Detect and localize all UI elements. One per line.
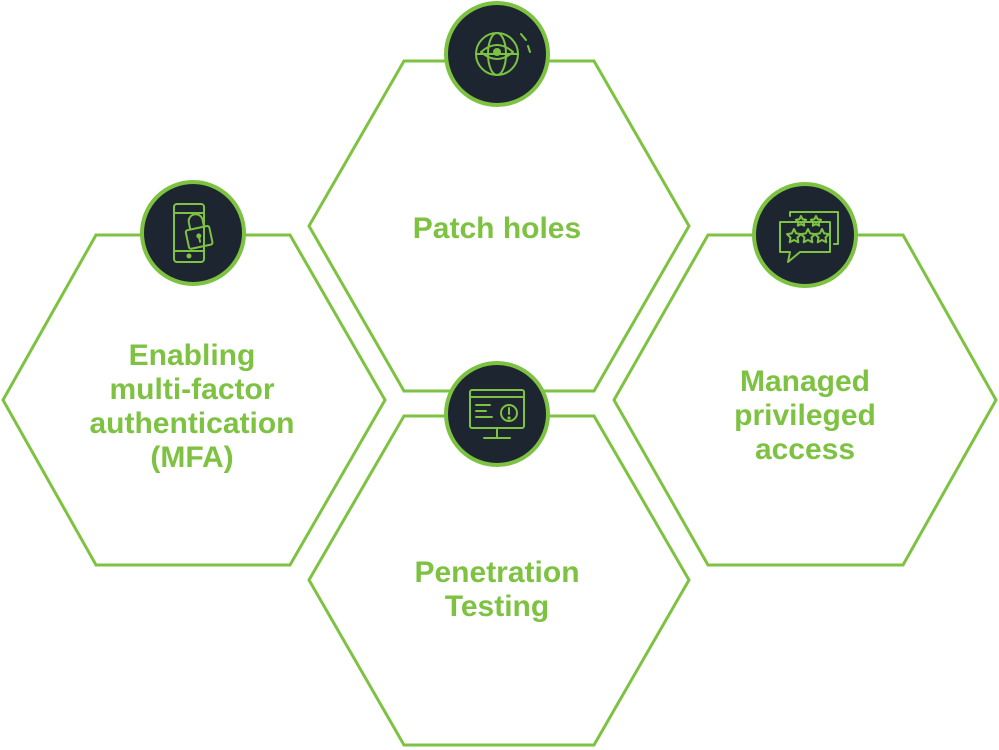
label-line: (MFA): [150, 441, 234, 474]
label-line: Testing: [444, 590, 550, 623]
label-line: Patch holes: [412, 212, 582, 245]
hexagon-penetration-testing: [307, 414, 691, 747]
label-patch-holes: Patch holes: [359, 212, 635, 246]
label-line: multi-factor: [109, 373, 275, 406]
monitor-alert-icon: [444, 361, 550, 467]
star-rating-chat-icon: [752, 182, 858, 288]
hexagon-patch-holes: [307, 59, 691, 393]
hexagon-managed-privileged-access: [612, 233, 998, 567]
phone-lock-icon: [140, 180, 246, 286]
label-line: authentication: [89, 407, 295, 440]
label-line: Penetration: [414, 556, 580, 589]
label-line: Enabling: [128, 339, 256, 372]
label-mfa: Enabling multi-factor authentication (MF…: [54, 339, 330, 475]
hexagon-mfa: [1, 233, 387, 567]
label-penetration-testing: Penetration Testing: [359, 556, 635, 624]
label-managed-privileged-access: Managed privileged access: [667, 365, 943, 467]
globe-eye-icon: [444, 1, 550, 107]
label-line: privileged: [734, 399, 876, 432]
label-line: Managed: [739, 365, 871, 398]
label-line: access: [754, 433, 856, 466]
